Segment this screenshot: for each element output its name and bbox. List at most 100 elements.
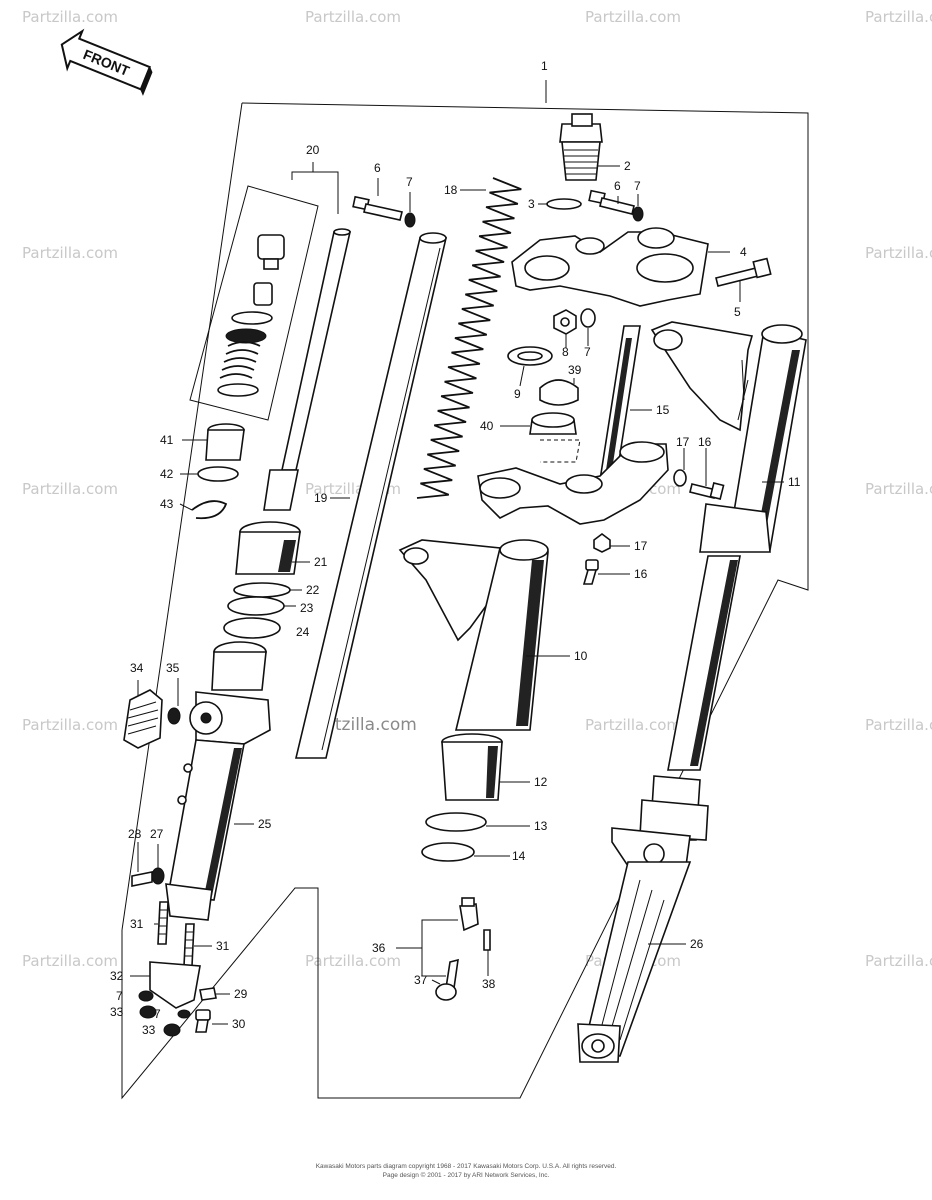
callout: 7 bbox=[116, 989, 123, 1003]
callout: 21 bbox=[314, 555, 328, 569]
copyright-footer: Kawasaki Motors parts diagram copyright … bbox=[0, 1162, 932, 1180]
copyright-line: Page design © 2001 - 2017 by ARI Network… bbox=[382, 1172, 550, 1179]
callout: 33 bbox=[110, 1005, 124, 1019]
watermark: Partzilla.com bbox=[22, 244, 118, 262]
slide-metal-41 bbox=[205, 423, 245, 461]
damper-seat bbox=[217, 383, 259, 397]
callout: 7 bbox=[154, 1007, 161, 1021]
watermark: Partzilla.com bbox=[305, 8, 401, 26]
right-fork-slider bbox=[577, 775, 709, 1063]
nut-33a bbox=[139, 1005, 157, 1019]
callout: 7 bbox=[634, 179, 641, 193]
bolt-30 bbox=[195, 1009, 211, 1033]
callout: 17 bbox=[676, 435, 690, 449]
leader-lines bbox=[130, 165, 784, 1025]
oil-seal-23 bbox=[227, 596, 285, 616]
seal-13 bbox=[425, 812, 487, 832]
callout: 18 bbox=[444, 183, 458, 197]
bolt-5 bbox=[715, 257, 772, 287]
headlight-bracket-left bbox=[398, 539, 549, 731]
callout: 1 bbox=[541, 59, 548, 73]
right-fork-tube bbox=[667, 555, 741, 771]
watermark: Partzilla.com bbox=[22, 716, 118, 734]
callout: 38 bbox=[482, 977, 496, 991]
axle-clamp-32 bbox=[149, 961, 201, 1009]
fork-cover-12 bbox=[441, 733, 503, 801]
callout: 43 bbox=[160, 497, 174, 511]
callout: 33 bbox=[142, 1023, 156, 1037]
callout: 22 bbox=[306, 583, 320, 597]
damper-rod bbox=[263, 228, 352, 511]
callout: 16 bbox=[634, 567, 648, 581]
left-fork-slider bbox=[165, 641, 271, 921]
callout: 23 bbox=[300, 601, 314, 615]
watermark: Partzilla.com bbox=[865, 480, 932, 498]
damper-washer bbox=[231, 311, 273, 325]
washer-7e bbox=[177, 1009, 191, 1019]
damper-cap-stem bbox=[263, 258, 279, 270]
nut-17a bbox=[673, 469, 687, 487]
stud-31b bbox=[183, 923, 195, 967]
air-valve-37 bbox=[435, 958, 459, 1001]
dust-seal-21 bbox=[235, 521, 301, 575]
gasket-27 bbox=[151, 867, 165, 885]
upper-fork-bracket bbox=[511, 227, 709, 307]
washer-7b bbox=[632, 206, 644, 222]
damper-ring bbox=[225, 328, 267, 344]
callout: 8 bbox=[562, 345, 569, 359]
callout: 16 bbox=[698, 435, 712, 449]
callout: 9 bbox=[514, 387, 521, 401]
callout: 14 bbox=[512, 849, 526, 863]
callout: 28 bbox=[128, 827, 142, 841]
bolt-6a bbox=[352, 195, 403, 221]
callout: 7 bbox=[584, 345, 591, 359]
callout: 24 bbox=[296, 625, 310, 639]
callout: 13 bbox=[534, 819, 548, 833]
callout: 11 bbox=[788, 475, 801, 489]
damper-spring bbox=[219, 341, 261, 379]
watermark: Partzilla.com bbox=[22, 480, 118, 498]
callout: 5 bbox=[734, 305, 741, 319]
lower-fork-bracket bbox=[477, 441, 669, 525]
oil-seal-22 bbox=[233, 582, 291, 598]
seal-14 bbox=[421, 842, 475, 862]
watermark: Partzilla.com bbox=[865, 952, 932, 970]
drain-screw-28 bbox=[131, 871, 153, 887]
callout: 29 bbox=[234, 987, 248, 1001]
watermark: Partzilla.com bbox=[585, 8, 681, 26]
watermark: Partzilla.com bbox=[865, 8, 932, 26]
plug-29 bbox=[199, 987, 217, 1001]
callout: 7 bbox=[406, 175, 413, 189]
watermark: Partzilla.com bbox=[865, 716, 932, 734]
fork-inner-tube bbox=[294, 232, 448, 759]
washer-42 bbox=[197, 466, 239, 482]
o-ring bbox=[546, 198, 582, 210]
air-valve-36 bbox=[459, 897, 479, 932]
callout: 4 bbox=[740, 245, 747, 259]
callout: 15 bbox=[656, 403, 670, 417]
watermark: Partzilla.com bbox=[865, 244, 932, 262]
callout-labels: 1 2 3 4 5 6 6 7 7 7 7 7 8 9 10 11 12 13 … bbox=[110, 59, 801, 1037]
stud-31a bbox=[157, 901, 169, 945]
bolt-6b bbox=[588, 189, 635, 215]
callout: 37 bbox=[414, 973, 428, 987]
callout: 32 bbox=[110, 969, 124, 983]
damper-cap bbox=[257, 234, 285, 260]
callout: 27 bbox=[150, 827, 164, 841]
bearing-cover-39 bbox=[539, 379, 579, 406]
reflector-34 bbox=[123, 689, 163, 749]
callout: 25 bbox=[258, 817, 272, 831]
screw-38 bbox=[483, 929, 491, 951]
circlip-43 bbox=[191, 500, 228, 520]
callout: 35 bbox=[166, 661, 180, 675]
callout: 36 bbox=[372, 941, 386, 955]
callout: 6 bbox=[374, 161, 381, 175]
bolt-16b bbox=[582, 559, 599, 585]
watermark: Partzilla.com bbox=[22, 952, 118, 970]
damper-kit-box bbox=[189, 162, 339, 421]
callout: 30 bbox=[232, 1017, 246, 1031]
callout: 10 bbox=[574, 649, 588, 663]
callout: 34 bbox=[130, 661, 144, 675]
callout: 2 bbox=[624, 159, 631, 173]
